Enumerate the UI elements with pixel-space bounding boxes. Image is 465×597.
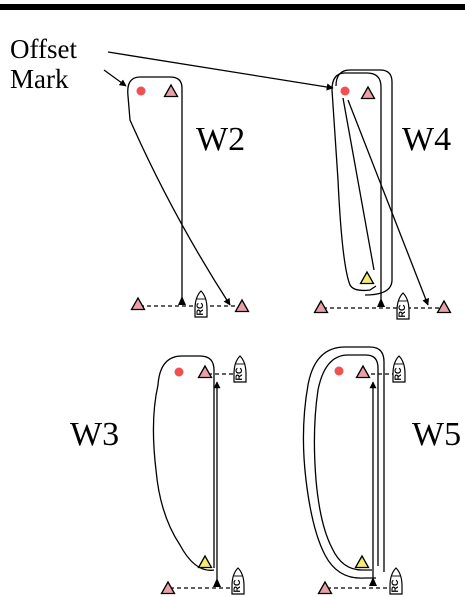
w4-start-pin: [377, 298, 385, 307]
w4-inner-loop: [335, 69, 393, 296]
course-w5: W5 RC RC: [302, 346, 461, 595]
w4-windward-mark: [360, 86, 376, 100]
svg-text:RC: RC: [234, 367, 244, 380]
svg-text:RC: RC: [397, 304, 407, 317]
course-w4: W4 RC: [313, 69, 452, 320]
w2-committee-boat: RC: [194, 290, 208, 318]
w4-diagonal-arrow: [347, 99, 429, 306]
w5-committee-boat: RC: [389, 567, 403, 595]
annotation-arrow-w2: [103, 69, 127, 87]
w2-offset-mark: [136, 86, 146, 96]
w3-windward-mark: [197, 365, 213, 379]
w2-pin-mark: [130, 297, 146, 311]
w3-leeward-mark: [197, 555, 213, 569]
svg-text:RC: RC: [195, 302, 205, 315]
course-w3: W3 RC RC: [70, 355, 247, 595]
w4-outer-loop: [331, 72, 382, 303]
w4-leeward-mark: [359, 271, 375, 285]
w2-course-path: [127, 76, 231, 306]
w2-start-mark: [234, 299, 250, 313]
w4-start-mark: [436, 300, 452, 314]
w2-windward-mark: [163, 84, 179, 98]
w5-leeward-mark: [354, 555, 370, 569]
offset-annotation-line1: Offset: [10, 34, 77, 64]
w4-upwind-arrow: [342, 97, 375, 271]
offset-annotation-line2: Mark: [10, 64, 69, 94]
course-w2: W2 RC: [127, 76, 250, 318]
course-w5-label: W5: [412, 416, 461, 453]
w4-offset-mark: [340, 86, 350, 96]
header-rule: [0, 4, 465, 10]
w5-inner-loop: [313, 354, 379, 571]
course-w4-label: W4: [402, 121, 451, 158]
w2-start-pin: [178, 296, 186, 305]
w5-offset-mark: [334, 366, 344, 376]
w5-start-pin: [369, 577, 377, 586]
w4-committee-boat: RC: [396, 292, 410, 320]
svg-text:RC: RC: [393, 367, 403, 380]
w3-outer-loop: [152, 355, 215, 571]
w5-committee-boat-top: RC: [392, 355, 406, 383]
w3-committee-boat: RC: [231, 567, 245, 595]
w5-windward-mark: [355, 365, 371, 379]
annotation-arrow-w4: [107, 51, 334, 91]
course-w2-label: W2: [196, 121, 245, 158]
svg-text:RC: RC: [390, 579, 400, 592]
w3-committee-boat-top: RC: [233, 355, 247, 383]
svg-text:RC: RC: [232, 579, 242, 592]
w3-start-pin: [213, 578, 221, 587]
w3-offset-mark: [174, 367, 184, 377]
w5-outer-loop: [302, 346, 385, 579]
course-w3-label: W3: [70, 416, 119, 453]
w4-pin-mark: [313, 300, 329, 314]
